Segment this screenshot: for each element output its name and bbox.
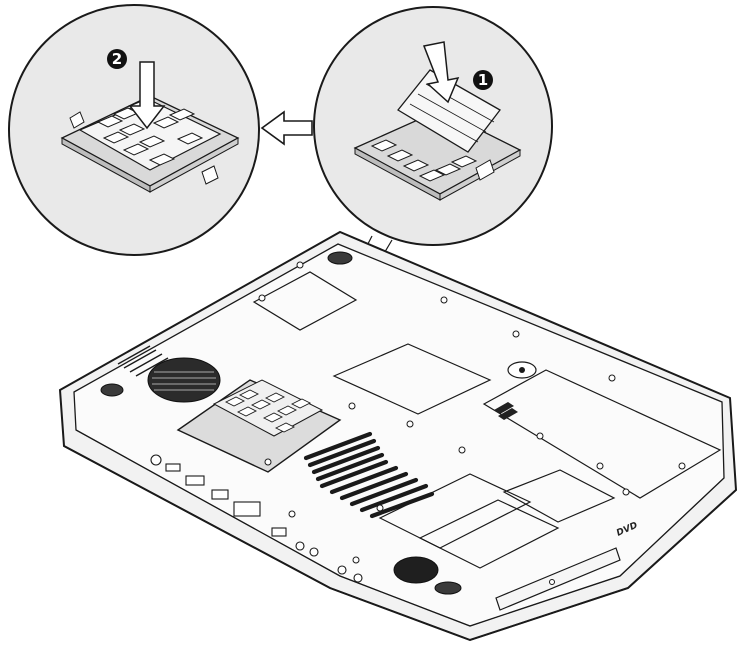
step-1-number: 1 [478,71,488,89]
fan-grille [147,357,221,403]
memory-module-icon [96,99,204,166]
direction-arrow-icon [260,110,313,146]
speaker [393,556,439,584]
memory-compartment [176,379,342,473]
screws [258,261,686,564]
push-arrow-icon [422,41,460,104]
push-arrow-icon [128,61,166,130]
laptop-underside: DVD [58,230,738,642]
step-2-magnifier: 2 [8,4,260,256]
cover-panels [252,271,722,569]
battery-latch [507,361,537,379]
step-2-number: 2 [112,50,122,68]
step-2-marker: 2 [107,49,127,69]
rubber-feet [100,251,462,595]
step-1-memory-slot [353,69,522,201]
step-1-magnifier: 1 [313,6,553,246]
step-2-memory-slot [60,95,240,193]
side-ports [150,454,363,583]
step-1-marker: 1 [473,70,493,90]
bottom-vents [303,431,435,519]
